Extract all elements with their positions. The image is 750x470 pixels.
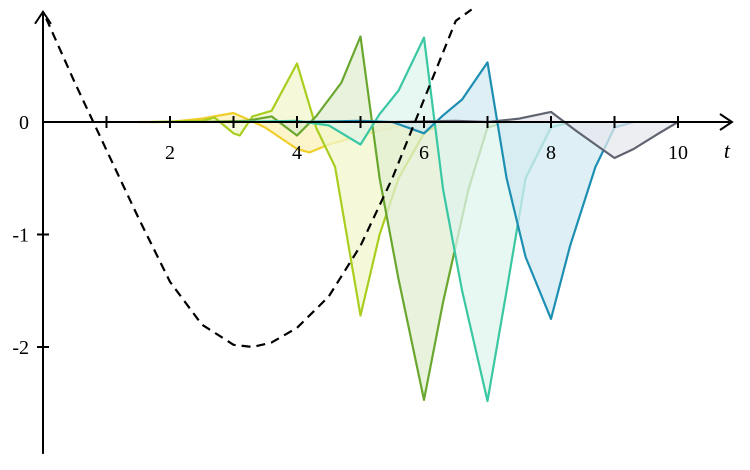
series-layer [138, 35, 679, 403]
y-tick-label--2: -2 [12, 337, 29, 359]
y-tick-label-0: 0 [19, 112, 29, 134]
series-6-area [392, 111, 678, 158]
series-4-area [233, 37, 571, 401]
axes: 2 4 6 8 10 0 -1 -2 t [12, 9, 734, 454]
x-tick-label-4: 4 [292, 142, 302, 164]
x-tick-label-8: 8 [546, 142, 556, 164]
reference-curve-layer [45, 8, 473, 349]
y-tick-label--1: -1 [12, 225, 29, 247]
series-5-area [297, 62, 634, 319]
x-tick-label-2: 2 [165, 142, 175, 164]
y-axis-arrow [34, 9, 52, 25]
x-axis-arrow [719, 113, 734, 131]
x-tick-label-6: 6 [419, 142, 429, 164]
reference-curve [45, 8, 473, 349]
x-axis-title: t [724, 138, 731, 163]
x-tick-label-10: 10 [668, 142, 688, 164]
